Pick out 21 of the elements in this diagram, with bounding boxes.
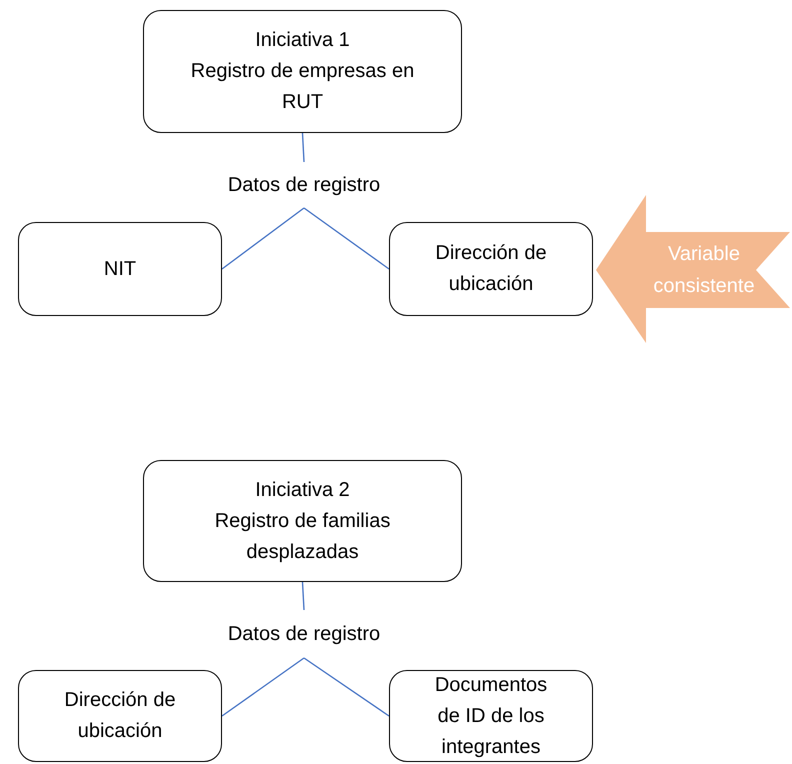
connector-line	[222, 657, 304, 717]
box-text: Registro de empresas en RUT	[190, 59, 416, 115]
rounded-box	[389, 222, 593, 316]
box-text: Dirección de ubicación	[434, 241, 548, 297]
box-text: Iniciativa 2	[255, 478, 350, 502]
connector-line	[222, 207, 304, 270]
connector-line	[302, 132, 305, 162]
box-text: NIT	[104, 256, 136, 282]
rounded-box	[143, 460, 462, 582]
box-text: Dirección de ubicación	[63, 688, 177, 744]
rounded-box	[18, 670, 222, 762]
box-text: Iniciativa 1	[255, 28, 350, 53]
box-text: Registro de familias desplazadas	[214, 508, 392, 564]
rounded-box	[18, 222, 222, 316]
arrow-label: Variable consistente	[652, 242, 756, 299]
connector-line	[302, 582, 305, 610]
rounded-box	[143, 10, 462, 133]
connector-line	[304, 207, 390, 270]
rounded-box	[389, 670, 593, 762]
connector-line	[304, 657, 390, 717]
box-text: Documentos de ID de los integrantes	[434, 672, 548, 760]
